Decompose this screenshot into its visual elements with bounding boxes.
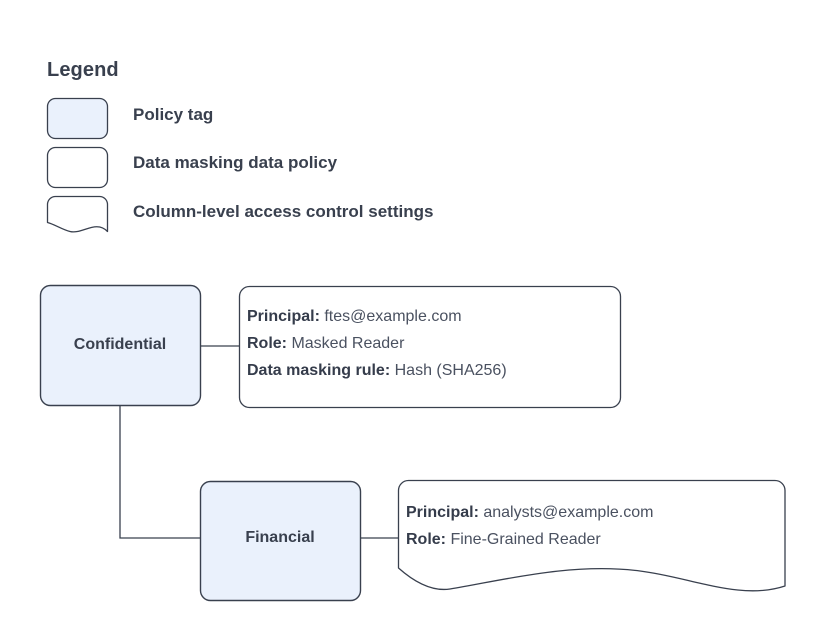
card-row: Role: Masked Reader	[247, 330, 507, 357]
card-row: Principal: ftes@example.com	[247, 303, 507, 330]
legend-item-label-data-masking-policy: Data masking data policy	[133, 153, 338, 172]
card-row-value: Masked Reader	[291, 335, 405, 352]
legend-swatch-data-masking-policy	[46, 146, 109, 189]
card-confidential-policy[interactable]	[238, 285, 622, 409]
card-row-value: ftes@example.com	[324, 308, 462, 325]
legend-item-label-policy-tag: Policy tag	[133, 105, 214, 124]
card-financial-settings-text: Principal: analysts@example.com Role: Fi…	[406, 499, 653, 553]
card-row-value: Hash (SHA256)	[394, 362, 507, 379]
card-confidential-policy-text: Principal: ftes@example.com Role: Masked…	[247, 303, 507, 384]
legend-item-label-column-level-settings: Column-level access control settings	[133, 202, 434, 221]
card-row-label: Principal:	[406, 504, 479, 521]
legend-swatch-policy-tag	[46, 97, 109, 140]
edge-confidential-to-financial	[119, 405, 200, 539]
card-row-label: Data masking rule:	[247, 362, 391, 379]
node-label-financial: Financial	[245, 529, 315, 546]
node-label-confidential: Confidential	[73, 336, 167, 353]
legend-title: Legend	[47, 59, 119, 81]
card-row-label: Principal:	[247, 308, 320, 325]
card-financial-settings[interactable]	[397, 479, 786, 592]
card-row-label: Role:	[247, 335, 287, 352]
card-row-value: analysts@example.com	[483, 504, 654, 521]
card-row-value: Fine-Grained Reader	[450, 531, 601, 548]
card-row: Data masking rule: Hash (SHA256)	[247, 357, 507, 384]
card-row: Role: Fine-Grained Reader	[406, 526, 653, 553]
node-confidential[interactable]	[39, 284, 202, 407]
card-row: Principal: analysts@example.com	[406, 499, 653, 526]
node-financial[interactable]	[199, 480, 362, 602]
card-row-label: Role:	[406, 531, 446, 548]
legend-swatch-column-level-settings	[46, 195, 109, 233]
